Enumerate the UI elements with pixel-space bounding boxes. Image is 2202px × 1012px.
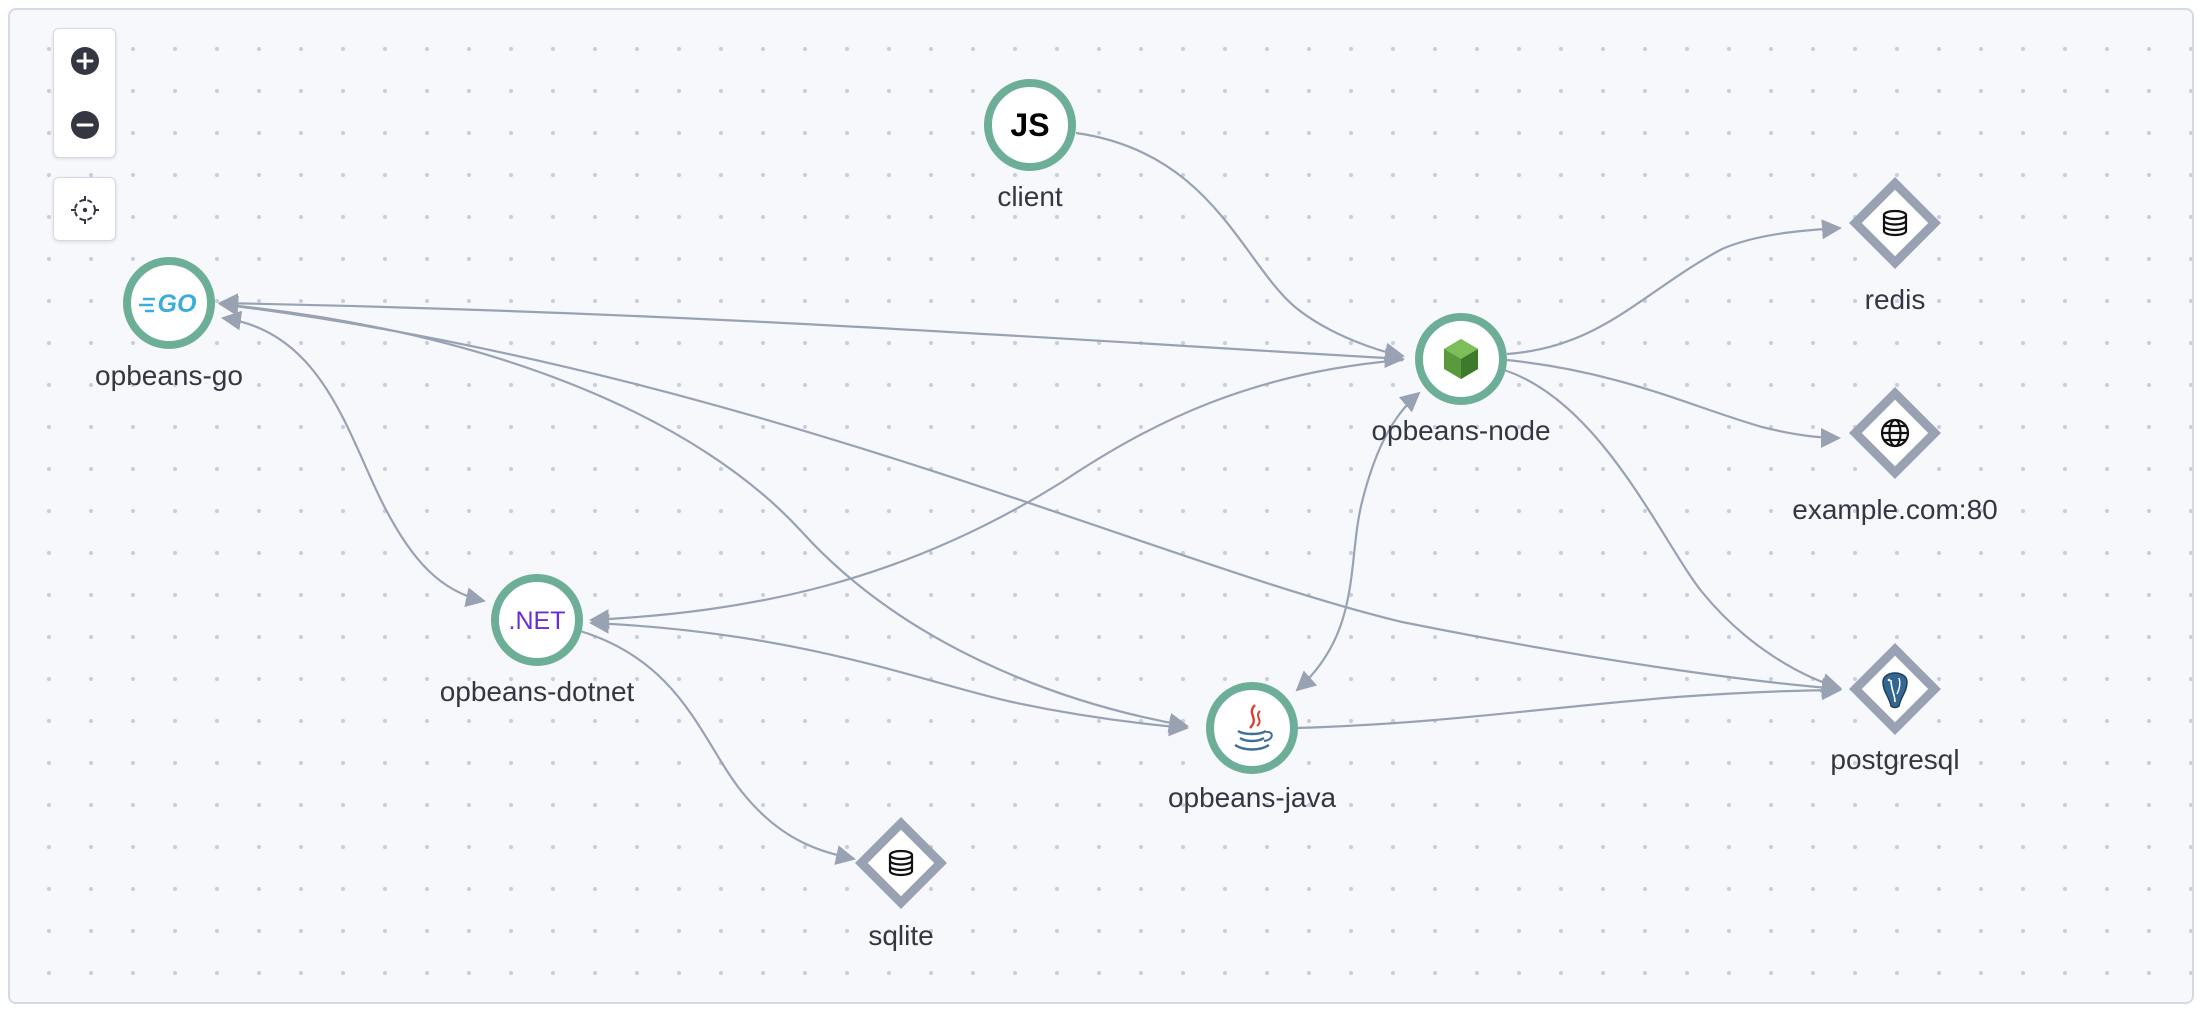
- javascript-logo: JS: [1010, 107, 1049, 143]
- service-map-graph: JS client GO opbeans-go opbeans-node: [95, 79, 1998, 951]
- edge-opbeans-go-to-postgresql[interactable]: [226, 303, 1842, 698]
- postgresql-logo: [1882, 672, 1908, 709]
- edge-opbeans-dotnet-opbeans-java[interactable]: [589, 613, 1189, 737]
- node-label: opbeans-java: [1168, 782, 1337, 813]
- edges: [218, 131, 1842, 865]
- edge-opbeans-go-opbeans-dotnet[interactable]: [221, 310, 486, 607]
- service-node-opbeans-node[interactable]: opbeans-node: [1371, 313, 1551, 446]
- edge-opbeans-java-to-postgresql[interactable]: [1295, 680, 1842, 730]
- node-label: opbeans-go: [95, 360, 243, 391]
- dependency-node-sqlite[interactable]: sqlite: [855, 817, 947, 951]
- service-map-panel[interactable]: JS client GO opbeans-go opbeans-node: [8, 8, 2194, 1004]
- edge-opbeans-node-to-example-com[interactable]: [1506, 358, 1841, 448]
- dependency-node-postgresql[interactable]: postgresql: [1830, 643, 1960, 775]
- plus-circle-icon: [70, 47, 99, 75]
- edge-opbeans-node-to-opbeans-dotnet[interactable]: [589, 358, 1404, 630]
- zoom-out-button[interactable]: [54, 93, 115, 157]
- zoom-in-button[interactable]: [54, 29, 115, 93]
- crosshair-icon: [70, 196, 99, 224]
- edge-opbeans-dotnet-to-sqlite[interactable]: [579, 629, 856, 865]
- node-label: opbeans-node: [1371, 415, 1550, 446]
- minus-circle-icon: [70, 111, 99, 139]
- center-map-button[interactable]: [54, 178, 115, 242]
- dotnet-logo: .NET: [509, 607, 566, 635]
- nodejs-logo: [1444, 339, 1478, 379]
- service-node-opbeans-java[interactable]: opbeans-java: [1168, 682, 1337, 813]
- service-node-client[interactable]: JS client: [984, 79, 1076, 212]
- go-logo: GO: [139, 290, 197, 318]
- node-label: postgresql: [1830, 744, 1959, 775]
- edge-opbeans-node-to-redis[interactable]: [1506, 219, 1842, 356]
- node-label: example.com:80: [1792, 494, 1997, 525]
- edge-opbeans-java-opbeans-node[interactable]: [1295, 391, 1421, 692]
- database-icon: [888, 849, 914, 877]
- node-label: client: [997, 181, 1063, 212]
- service-node-opbeans-go[interactable]: GO opbeans-go: [95, 257, 243, 391]
- edge-opbeans-node-to-postgresql[interactable]: [1503, 368, 1842, 693]
- dependency-node-example-com[interactable]: example.com:80: [1792, 387, 1998, 525]
- dependency-node-redis[interactable]: redis: [1849, 177, 1941, 315]
- edge-opbeans-go-opbeans-java[interactable]: [218, 295, 1189, 733]
- java-logo: [1234, 704, 1273, 751]
- node-label: sqlite: [868, 920, 933, 951]
- edge-client-to-opbeans-node[interactable]: [1075, 131, 1405, 363]
- svg-text:GO: GO: [158, 290, 197, 318]
- service-node-opbeans-dotnet[interactable]: .NET opbeans-dotnet: [440, 574, 635, 707]
- globe-icon: [1880, 418, 1910, 448]
- zoom-controls: [53, 28, 116, 158]
- center-controls: [53, 177, 116, 241]
- database-icon: [1882, 209, 1908, 237]
- node-label: redis: [1865, 284, 1926, 315]
- node-label: opbeans-dotnet: [440, 676, 635, 707]
